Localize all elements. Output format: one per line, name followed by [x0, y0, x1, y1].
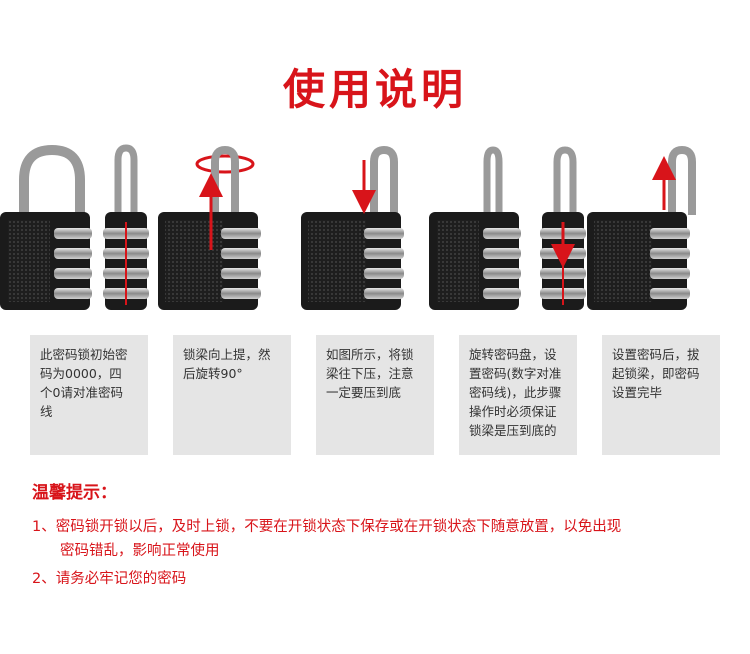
padlock-front-and-side-illustration	[0, 144, 149, 310]
tip-text: 2、请务必牢记您的密码	[32, 571, 187, 587]
tip-text: 1、密码锁开锁以后，及时上锁，不要在开锁状态下保存或在开锁状态下随意放置，以免出…	[32, 519, 622, 535]
step-desc-text: 此密码锁初始密 码为0000，四 个0请对准密码 线	[40, 347, 128, 419]
step-1: 此密码锁初始密 码为0000，四 个0请对准密码 线	[0, 140, 149, 455]
tip-text-continued: 密码错乱，影响正常使用	[60, 543, 220, 559]
step-3: 如图所示，将锁 梁往下压，注意 一定要压到底	[301, 140, 434, 455]
step-desc-text: 锁梁向上提，然 后旋转90°	[183, 347, 271, 381]
step-desc-text: 如图所示，将锁 梁往下压，注意 一定要压到底	[326, 347, 414, 400]
step-desc-box: 旋转密码盘，设 置密码(数字对准 密码线)，此步骤 操作时必须保证 锁梁是压到底…	[459, 335, 577, 455]
steps-container: 此密码锁初始密 码为0000，四 个0请对准密码 线 锁梁向上提，然 后旋转90…	[0, 140, 720, 455]
step-4: 旋转密码盘，设 置密码(数字对准 密码线)，此步骤 操作时必须保证 锁梁是压到底…	[429, 140, 586, 455]
step-desc-box: 如图所示，将锁 梁往下压，注意 一定要压到底	[316, 335, 434, 455]
tip-item-2: 2、请务必牢记您的密码	[32, 567, 732, 591]
padlock-pull-up-illustration	[587, 145, 696, 310]
step-desc-box: 锁梁向上提，然 后旋转90°	[173, 335, 291, 455]
step-2: 锁梁向上提，然 后旋转90°	[158, 140, 291, 455]
padlock-set-code-illustration	[429, 146, 586, 310]
step-desc-text: 旋转密码盘，设 置密码(数字对准 密码线)，此步骤 操作时必须保证 锁梁是压到底…	[469, 347, 562, 438]
padlock-lift-rotate-illustration	[158, 145, 261, 310]
padlock-press-down-illustration	[301, 145, 404, 310]
tips-section: 温馨提示： 1、密码锁开锁以后，及时上锁，不要在开锁状态下保存或在开锁状态下随意…	[32, 478, 732, 595]
step-5: 设置密码后，拔 起锁梁，即密码 设置完毕	[587, 140, 720, 455]
step-desc-box: 此密码锁初始密 码为0000，四 个0请对准密码 线	[30, 335, 148, 455]
step-desc-box: 设置密码后，拔 起锁梁，即密码 设置完毕	[602, 335, 720, 455]
step-desc-text: 设置密码后，拔 起锁梁，即密码 设置完毕	[612, 347, 700, 400]
tip-item-1: 1、密码锁开锁以后，及时上锁，不要在开锁状态下保存或在开锁状态下随意放置，以免出…	[32, 515, 732, 563]
page-title: 使用说明	[282, 65, 467, 114]
tips-heading: 温馨提示：	[32, 483, 117, 503]
